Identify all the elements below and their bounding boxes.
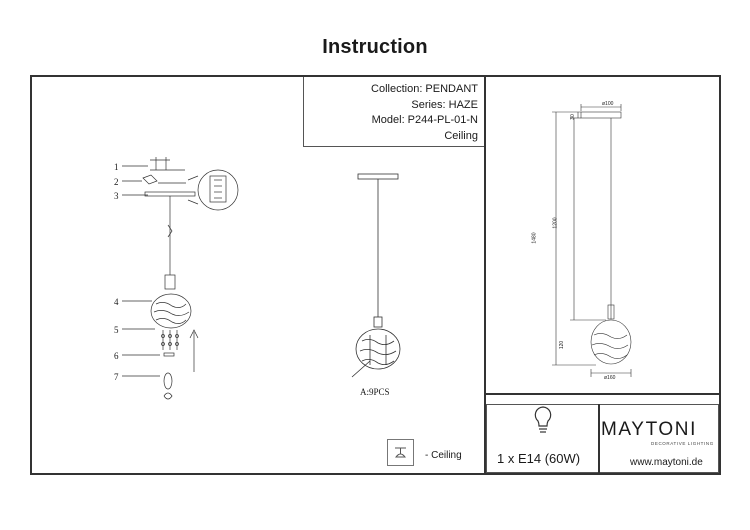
page-title: Instruction: [322, 36, 428, 58]
canopy-width-dim: ø100: [602, 101, 614, 107]
divider-horizontal: [486, 393, 719, 395]
footer-box: [486, 404, 719, 473]
cord-length-dim: 1200: [552, 217, 559, 229]
part-number-6: 6: [114, 351, 119, 361]
legend-ceiling-label: - Ceiling: [425, 450, 462, 461]
part-number-7: 7: [114, 372, 119, 382]
divider-vertical: [484, 77, 486, 473]
part-number-1: 1: [114, 162, 119, 172]
part-number-5: 5: [114, 325, 119, 335]
canopy-height-dim: 30: [569, 114, 576, 120]
exploded-view-drawing: [122, 157, 239, 400]
part-number-3: 3: [114, 191, 119, 201]
parts-count-label: A:9PCS: [360, 387, 390, 397]
lamp-spec-label: 1 x E14 (60W): [497, 451, 581, 466]
mount-label: Ceiling: [444, 129, 478, 142]
series-label: Series: HAZE: [411, 98, 478, 111]
brand-logo: MAYTONI: [601, 419, 698, 440]
part-number-4: 4: [114, 297, 119, 307]
collection-label: Collection: PENDANT: [371, 83, 478, 95]
assembled-pendant-drawing: [351, 173, 401, 378]
footer-divider: [598, 404, 600, 473]
dimension-lines: [552, 104, 632, 377]
website-link[interactable]: www.maytoni.de: [630, 457, 703, 468]
part-number-2: 2: [114, 177, 119, 187]
brand-tagline: DECORATIVE LIGHTING: [651, 441, 714, 446]
product-info-box: Collection: PENDANT Series: HAZE Model: …: [303, 77, 484, 147]
shade-height-dim: 120: [559, 340, 566, 350]
light-bulb-icon: [534, 406, 552, 433]
total-height-dim: 1480: [531, 232, 538, 244]
ceiling-mount-icon: [387, 439, 414, 466]
shade-diameter-dim: ø160: [604, 375, 616, 381]
instruction-frame: [30, 75, 721, 475]
model-label: Model: P244-PL-01-N: [371, 114, 478, 126]
